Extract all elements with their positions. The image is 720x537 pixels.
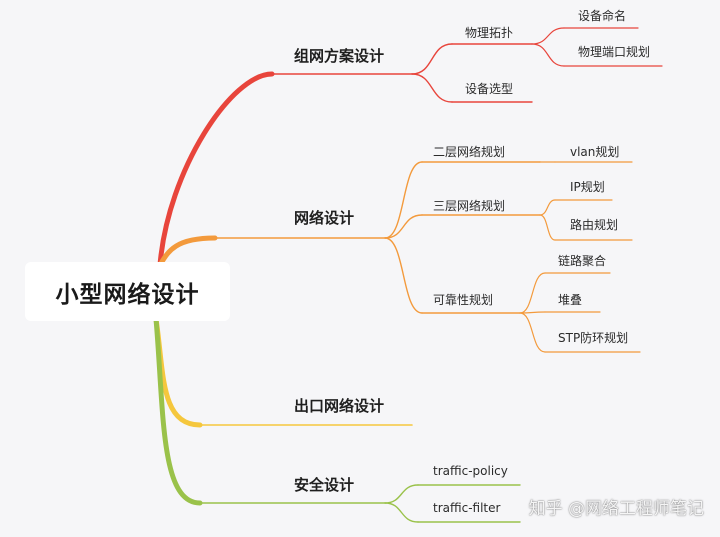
leaf-edge-0-0-1 — [531, 43, 565, 67]
subtopic-edge-1-2 — [384, 237, 423, 314]
leaf-label-1-1-1[interactable]: 路由规划 — [570, 218, 619, 232]
mindmap-root[interactable]: 小型网络设计 — [25, 262, 230, 321]
branch-edge-3 — [153, 316, 203, 506]
subtopic-edge-1-0 — [384, 161, 423, 239]
subtopic-label-0-1[interactable]: 设备选型 — [465, 82, 514, 96]
subtopic-edge-0-1 — [411, 73, 453, 103]
leaf-label-1-0-0[interactable]: vlan规划 — [570, 145, 620, 159]
leaf-label-1-2-0[interactable]: 链路聚合 — [558, 254, 607, 268]
leaf-label-0-0-0[interactable]: 设备命名 — [578, 9, 627, 23]
branch-label-3[interactable]: 安全设计 — [294, 476, 355, 494]
subtopic-label-3-1[interactable]: traffic-filter — [433, 501, 501, 515]
leaf-label-1-1-0[interactable]: IP规划 — [570, 180, 605, 194]
subtopic-edge-1-1 — [384, 214, 423, 239]
branch-edge-0 — [157, 71, 275, 268]
subtopic-edge-3-1 — [384, 502, 419, 523]
watermark: 知乎 @网络工程师笔记 — [528, 499, 704, 519]
leaf-label-1-2-1[interactable]: 堆叠 — [558, 293, 583, 307]
leaf-edge-1-2-0 — [519, 272, 546, 314]
leaf-edge-0-0-0 — [531, 27, 565, 45]
branch-label-0[interactable]: 组网方案设计 — [294, 47, 385, 65]
subtopic-label-1-2[interactable]: 可靠性规划 — [433, 293, 494, 307]
leaf-edge-1-1-1 — [539, 214, 556, 241]
leaf-edge-1-2-2 — [519, 312, 546, 353]
subtopic-label-1-0[interactable]: 二层网络规划 — [433, 145, 506, 159]
leaf-label-0-0-1[interactable]: 物理端口规划 — [578, 45, 651, 59]
subtopic-label-3-0[interactable]: traffic-policy — [433, 464, 508, 478]
branch-edge-1 — [157, 235, 218, 268]
subtopic-label-0-0[interactable]: 物理拓扑 — [465, 26, 514, 40]
subtopic-label-1-1[interactable]: 三层网络规划 — [433, 199, 506, 213]
leaf-edge-1-2-1 — [519, 311, 546, 314]
subtopic-edge-0-0 — [411, 43, 453, 75]
leaf-label-1-2-2[interactable]: STP防环规划 — [558, 331, 629, 345]
branch-label-1[interactable]: 网络设计 — [294, 209, 355, 227]
subtopic-edge-3-0 — [384, 484, 419, 504]
leaf-edge-1-1-0 — [539, 199, 556, 216]
branch-label-2[interactable]: 出口网络设计 — [294, 397, 385, 415]
